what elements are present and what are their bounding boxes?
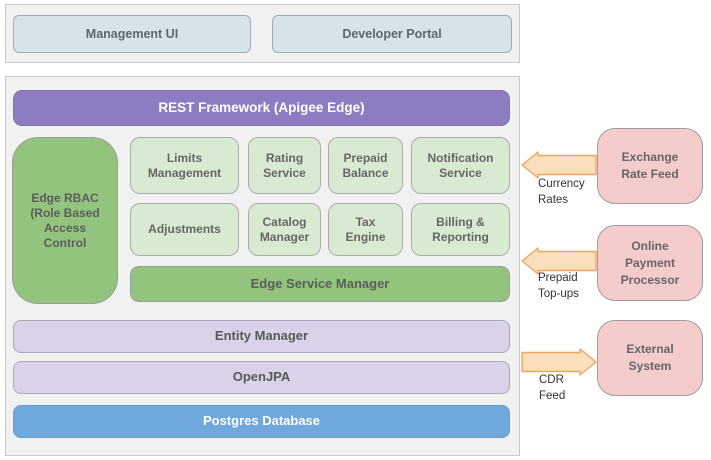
edge-rbac-box: Edge RBAC (Role Based Access Control (12, 137, 118, 304)
openjpa-bar: OpenJPA (13, 361, 510, 394)
management-ui-box: Management UI (13, 15, 251, 53)
cdr-feed-arrow-right-icon (521, 348, 597, 376)
prepaid-topups-label: Prepaid Top-ups (538, 272, 579, 300)
developer-portal-box: Developer Portal (272, 15, 512, 53)
edge-service-manager-bar: Edge Service Manager (130, 266, 510, 302)
service-adjustments: Adjustments (130, 203, 239, 256)
currency-rates-arrow-left-icon (521, 151, 597, 179)
prepaid-topups-arrow-left-icon (521, 247, 597, 275)
service-catalog-manager: Catalog Manager (248, 203, 321, 256)
online-payment-processor-box: Online Payment Processor (597, 225, 703, 301)
service-rating-service: Rating Service (248, 137, 321, 194)
postgres-database-bar: Postgres Database (13, 405, 510, 438)
service-billing-reporting: Billing & Reporting (411, 203, 510, 256)
service-limits-management: Limits Management (130, 137, 239, 194)
rest-framework-bar: REST Framework (Apigee Edge) (13, 90, 510, 126)
service-prepaid-balance: Prepaid Balance (328, 137, 403, 194)
external-system-box: External System (597, 320, 703, 396)
entity-manager-bar: Entity Manager (13, 320, 510, 353)
service-notification-service: Notification Service (411, 137, 510, 194)
cdr-feed-label: CDR Feed (539, 374, 566, 402)
service-tax-engine: Tax Engine (328, 203, 403, 256)
exchange-rate-feed-box: Exchange Rate Feed (597, 128, 703, 204)
currency-rates-label: Currency Rates (538, 178, 585, 206)
